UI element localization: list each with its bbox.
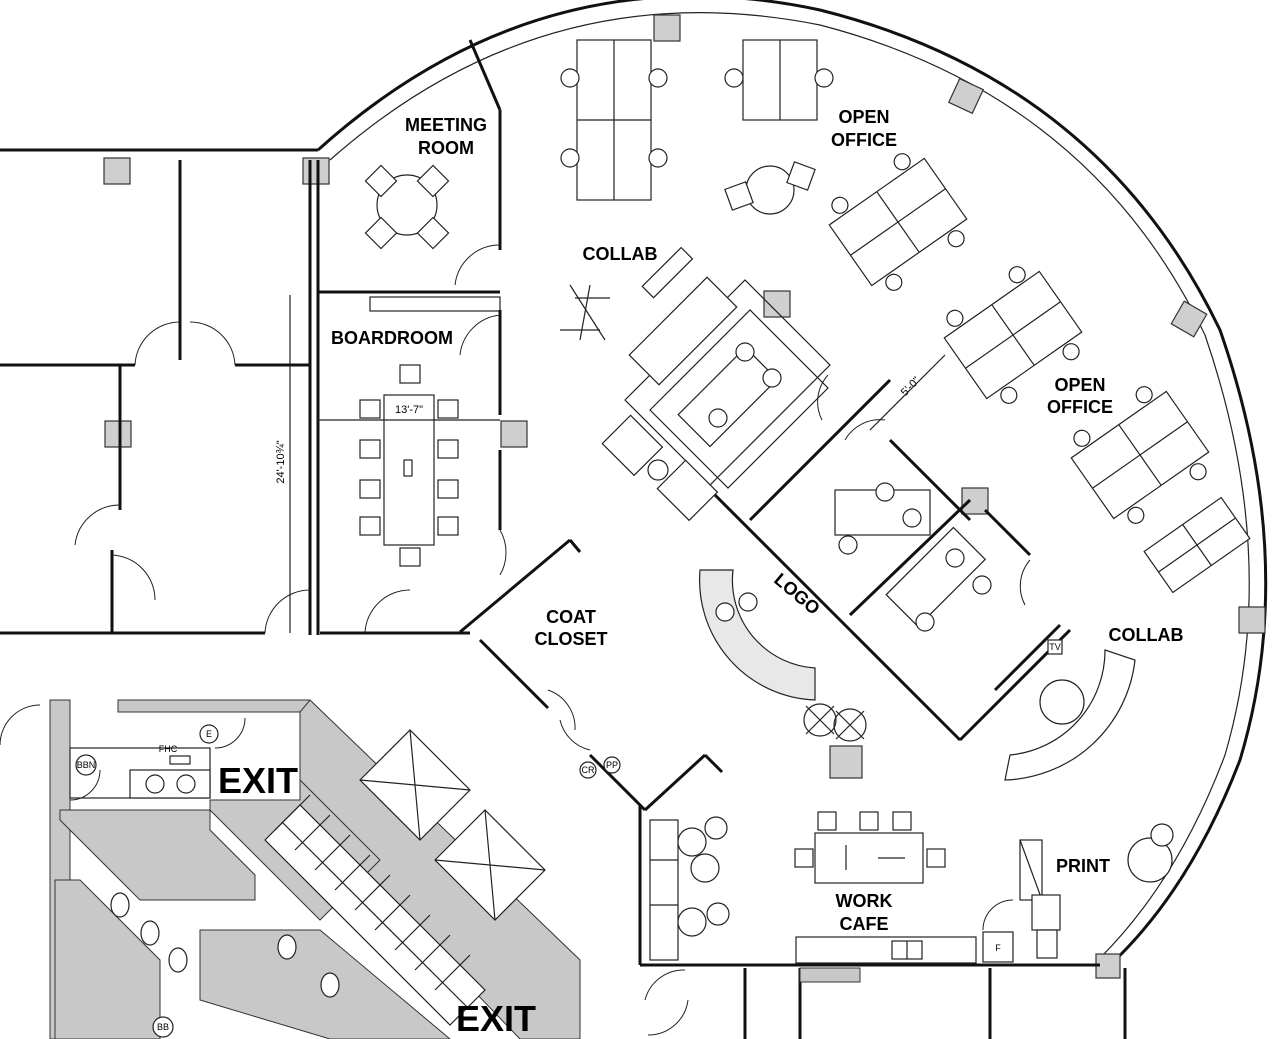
e-tag: E [206,729,212,739]
elevators [359,729,546,921]
left-wing-walls [0,148,320,635]
work-cafe-label-line2: CAFE [840,914,889,934]
boardroom-width-dimension: 13'-7" [395,404,423,416]
workstations-top [560,39,834,215]
coat-closet-walls [459,538,1100,967]
cafe-counter [795,936,977,964]
work-cafe-label-line1: WORK [836,891,893,911]
work-cafe-area [649,811,1014,964]
print-area [982,823,1174,959]
workstations-open-office-a [828,153,968,291]
collab-b-label: COLLAB [1109,625,1184,645]
lower-doors [644,967,1127,1039]
private-offices-block [624,279,1072,742]
meeting-room-label-line2: ROOM [418,138,474,158]
fhc-tag: FHC [159,744,178,754]
exit-lower-label: EXIT [456,998,536,1039]
meeting-room-label-line1: MEETING [405,115,487,135]
open-office-b-label-line2: OFFICE [1047,397,1113,417]
coat-closet-label-line1: COAT [546,607,596,627]
boardroom-length-dimension: 24'-10¾" [275,440,287,483]
cr-tag: CR [582,765,595,775]
collab-a-label: COLLAB [583,244,658,264]
print-label: PRINT [1056,856,1110,876]
open-office-a-label-line2: OFFICE [831,130,897,150]
coat-closet-label-line2: CLOSET [534,629,607,649]
stairs [264,794,486,1026]
boardroom-area [318,296,507,635]
boardroom-label: BOARDROOM [331,328,453,348]
reception-desk [698,569,816,701]
bbn-tag: BBN [77,760,96,770]
meeting-table [376,174,438,236]
open-office-a-label-line1: OPEN [838,107,889,127]
lounge-seating [601,276,738,522]
open-office-b-label-line1: OPEN [1054,375,1105,395]
plants [803,703,867,742]
exit-upper-label: EXIT [218,760,298,801]
collab-area-b [993,623,1136,781]
pp-tag: PP [606,760,618,770]
aisle-dimension: 5'-0" [899,375,923,399]
workstations-open-office-b1 [943,266,1083,404]
storage-units-right [1143,496,1251,594]
meeting-room-area [318,39,502,294]
exterior-curved-wall [316,0,1268,967]
workstations-open-office-b2 [1070,386,1210,524]
f-tag: F [995,943,1001,953]
tv-tag: TV [1049,642,1061,652]
bb-tag: BB [157,1022,169,1032]
collab-area-a [560,246,694,341]
